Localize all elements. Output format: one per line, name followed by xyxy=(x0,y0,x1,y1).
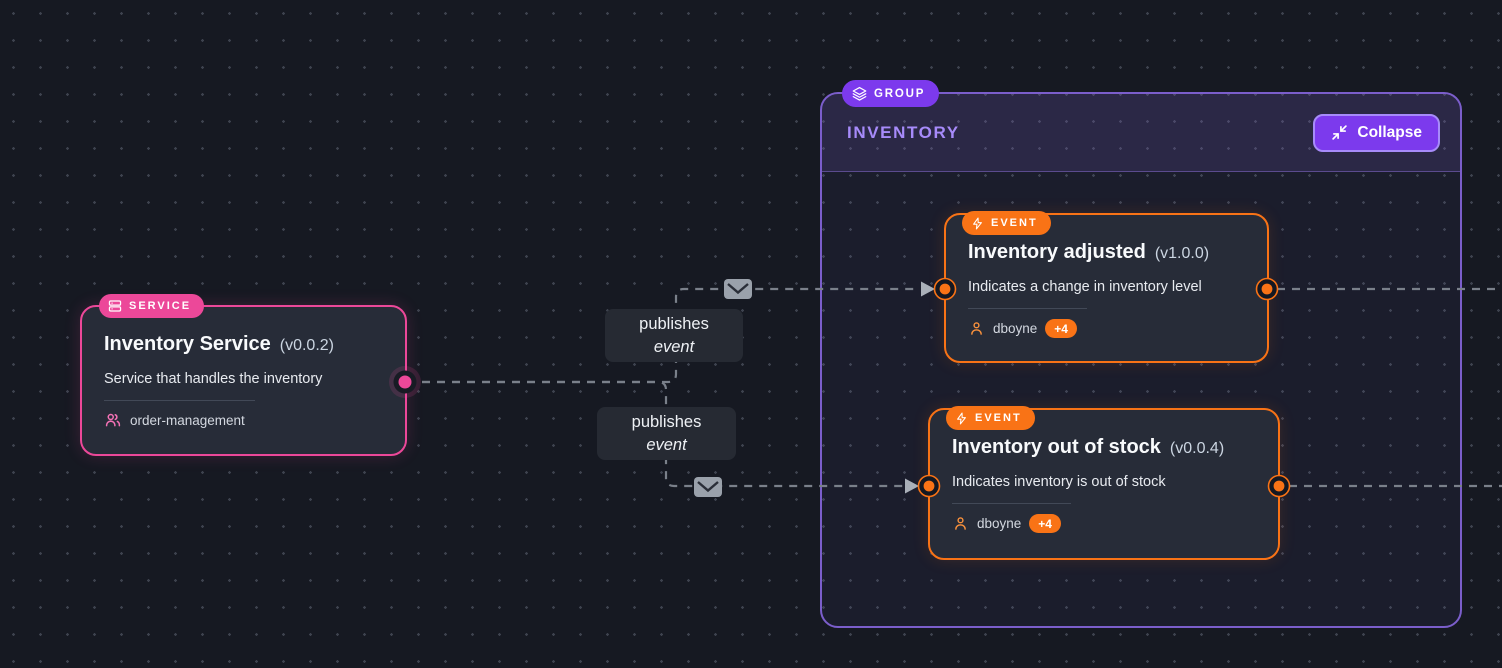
event-description: Indicates a change in inventory level xyxy=(968,279,1202,295)
event-owner-label: dboyne xyxy=(993,321,1038,336)
owner-overflow-badge: +4 xyxy=(1029,514,1061,533)
users-icon xyxy=(104,411,122,429)
event-title: Inventory adjusted xyxy=(968,241,1146,263)
event-owner-row: dboyne +4 xyxy=(952,503,1071,533)
event-owner-row: dboyne +4 xyxy=(968,308,1087,338)
group-badge-label: GROUP xyxy=(874,87,926,100)
event-version: (v0.0.4) xyxy=(1169,440,1225,457)
event-badge: EVENT xyxy=(946,406,1035,430)
service-owner-label: order-management xyxy=(130,412,245,428)
edge-label-line2: event xyxy=(646,435,687,454)
event-badge: EVENT xyxy=(962,211,1051,235)
event-badge-label: EVENT xyxy=(991,217,1038,229)
node-inventory-service[interactable]: SERVICE Inventory Service (v0.0.2) Servi… xyxy=(80,294,407,456)
group-badge: GROUP xyxy=(842,80,940,107)
envelope-icon xyxy=(694,477,722,497)
collapse-button[interactable]: Collapse xyxy=(1313,113,1440,152)
service-badge: SERVICE xyxy=(99,294,205,318)
service-version: (v0.0.2) xyxy=(279,337,334,354)
edge-label-publishes-1: publishes event xyxy=(605,309,743,362)
service-description: Service that handles the inventory xyxy=(104,371,323,387)
event-version: (v1.0.0) xyxy=(1154,245,1210,262)
service-badge-label: SERVICE xyxy=(129,300,192,312)
collapse-icon xyxy=(1331,124,1348,141)
group-title: INVENTORY xyxy=(847,122,960,142)
server-icon xyxy=(108,299,122,313)
bolt-icon xyxy=(955,412,968,425)
service-title: Inventory Service xyxy=(104,333,271,355)
node-inventory-out-of-stock[interactable]: EVENT Inventory out of stock (v0.0.4) In… xyxy=(928,406,1280,560)
service-owner-row: order-management xyxy=(104,400,255,429)
event-description: Indicates inventory is out of stock xyxy=(952,474,1166,490)
owner-overflow-badge: +4 xyxy=(1045,319,1077,338)
layers-icon xyxy=(852,86,867,101)
node-inventory-adjusted[interactable]: EVENT Inventory adjusted (v1.0.0) Indica… xyxy=(944,211,1269,363)
event-owner-label: dboyne xyxy=(977,516,1022,531)
edge-label-line1: publishes xyxy=(639,314,709,333)
edge-label-line1: publishes xyxy=(631,412,702,431)
envelope-icon xyxy=(724,279,752,299)
collapse-button-label: Collapse xyxy=(1357,123,1422,141)
event-title: Inventory out of stock xyxy=(952,436,1161,458)
edge-label-publishes-2: publishes event xyxy=(597,407,736,460)
event-badge-label: EVENT xyxy=(975,412,1022,424)
edge-label-line2: event xyxy=(653,337,695,356)
group-header: INVENTORY Collapse xyxy=(822,94,1460,172)
person-icon xyxy=(952,515,969,532)
person-icon xyxy=(968,320,985,337)
bolt-icon xyxy=(971,217,984,230)
